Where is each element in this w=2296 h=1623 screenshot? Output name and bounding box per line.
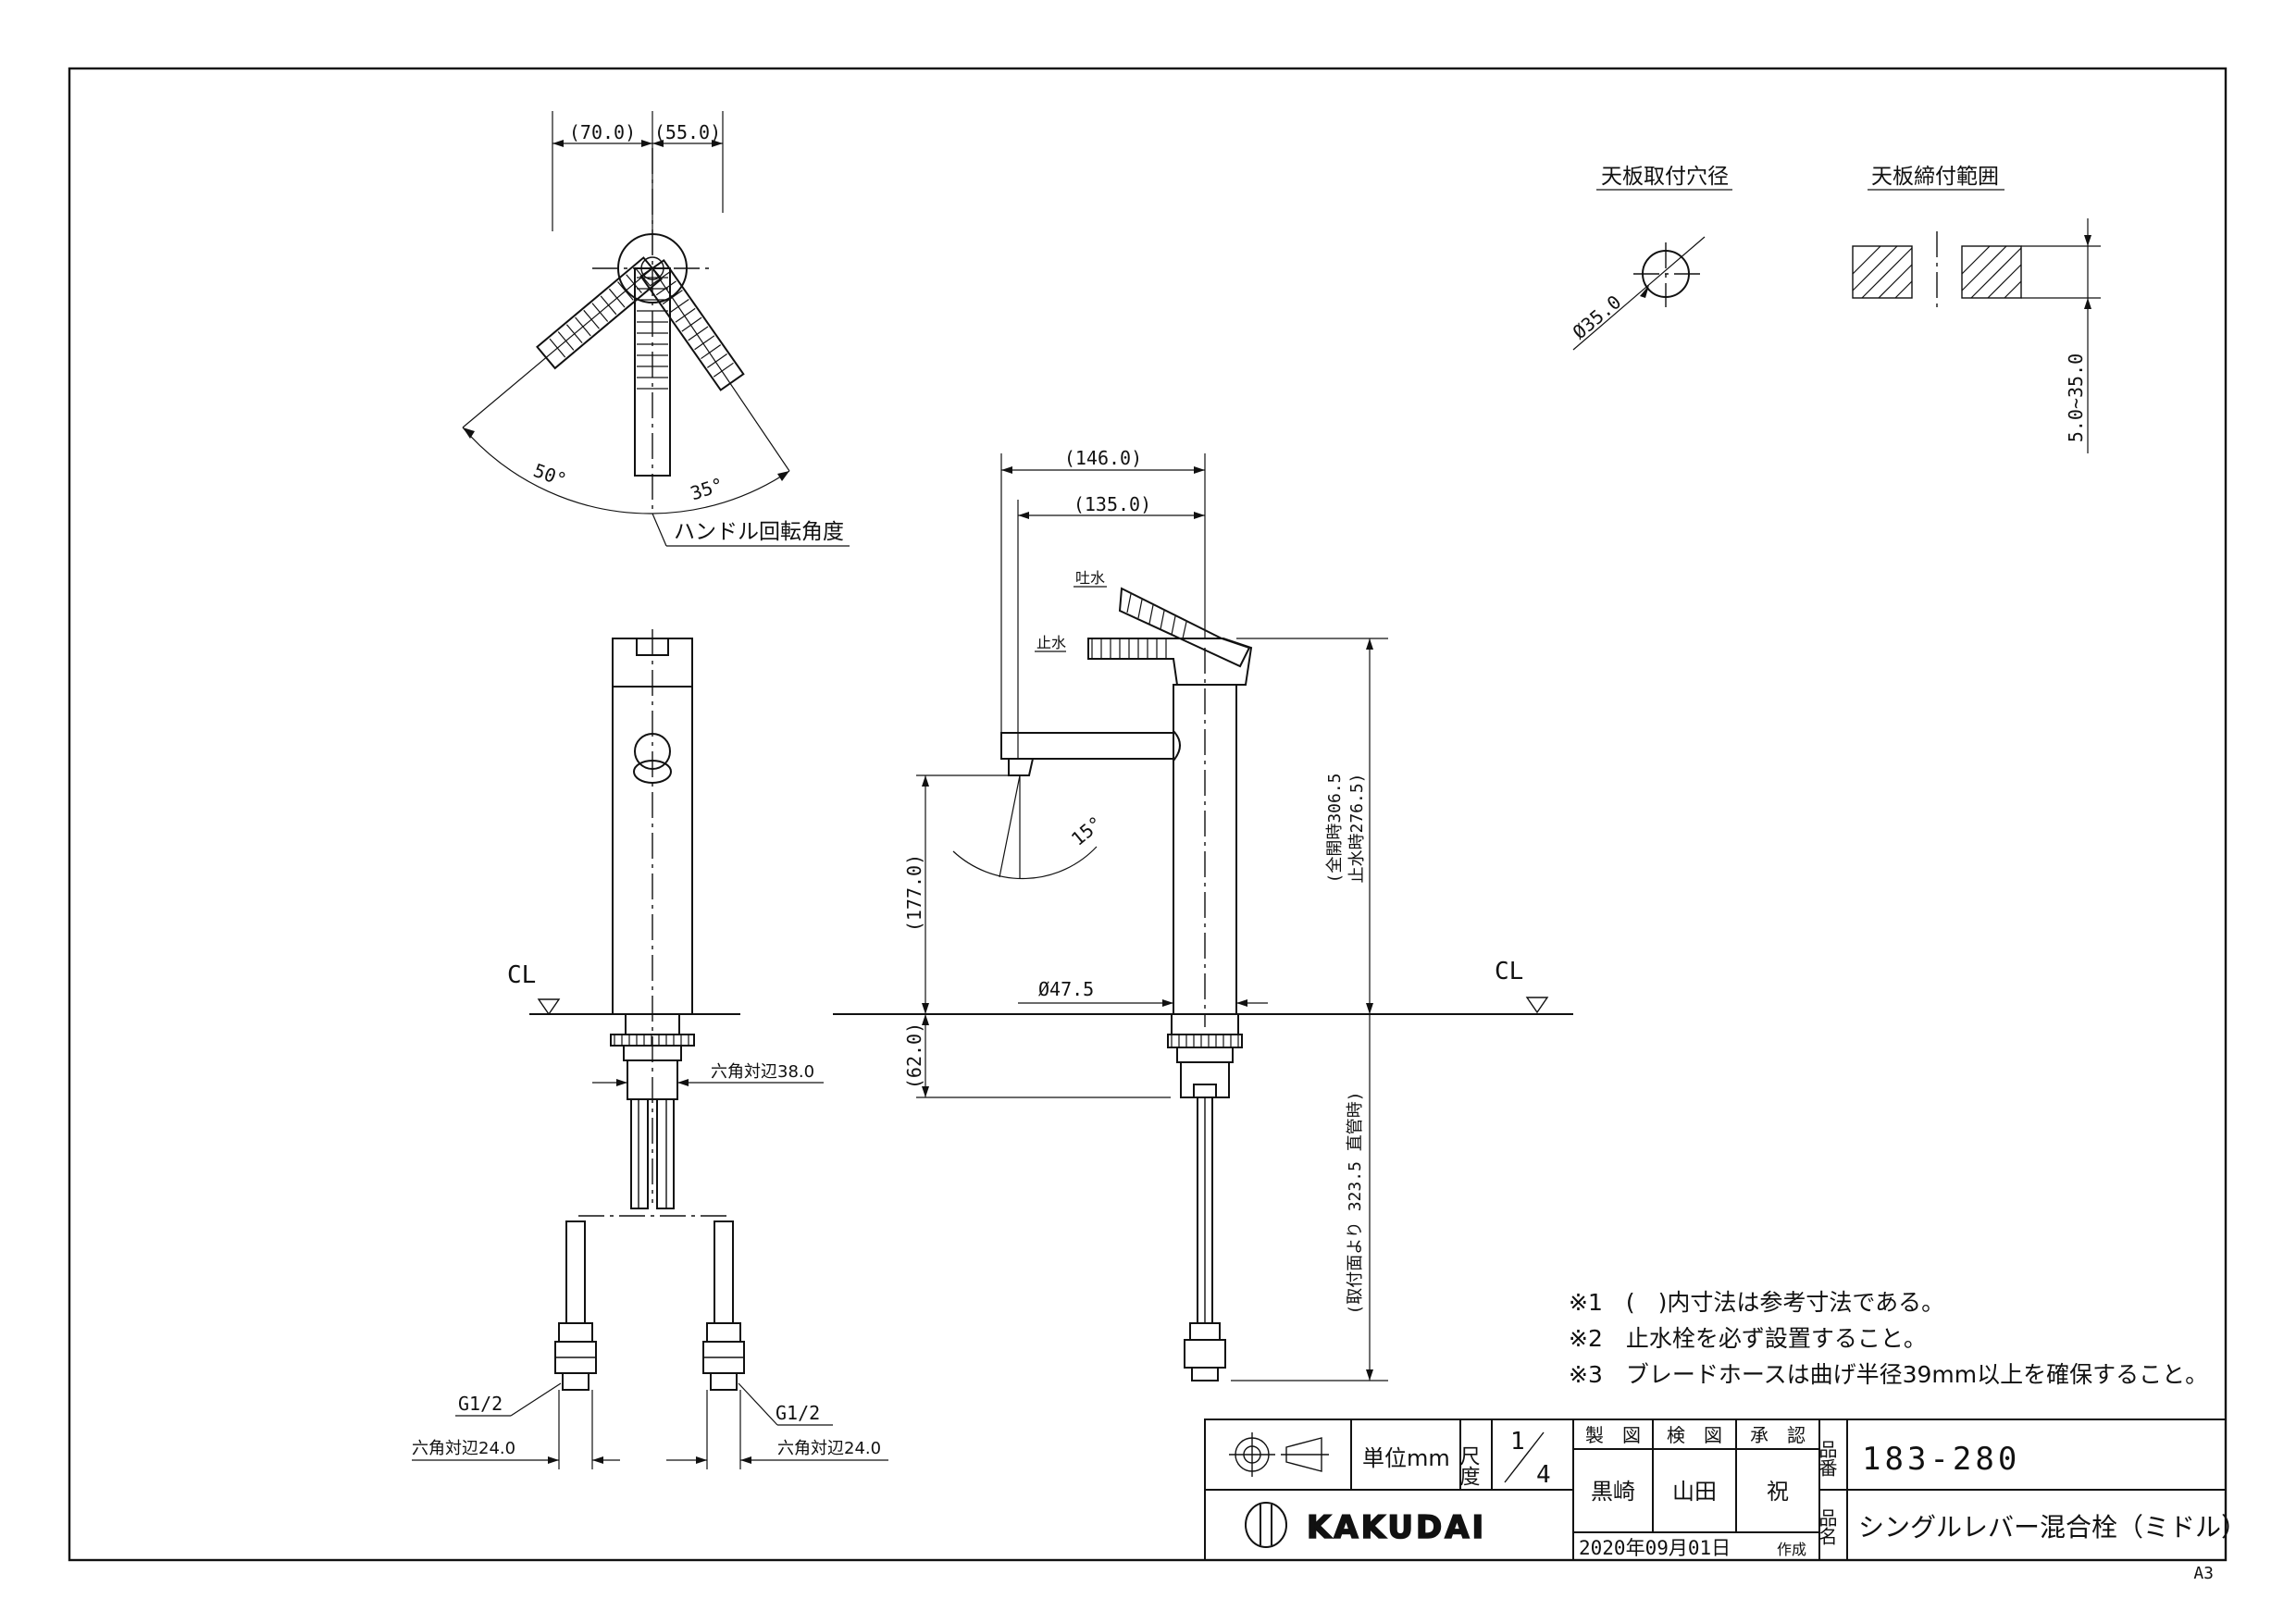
height-stop-label: 止水時276.5) [1347, 773, 1367, 883]
hex-bottom-left-label: 六角対辺24.0 [412, 1439, 515, 1458]
part-no-heading: 品番 [1816, 1440, 1838, 1477]
hole-detail: 天板取付穴径 Ø35.0 [1569, 165, 1732, 351]
side-view: (146.0) (135.0) 吐水 止水 [833, 447, 1573, 1381]
date-label: 2020年09月01日 [1579, 1537, 1731, 1559]
clamp-range-label: 5.0~35.0 [2065, 353, 2087, 442]
hole-detail-title: 天板取付穴径 [1601, 165, 1729, 189]
projection-symbol-icon [1229, 1432, 1329, 1477]
thread-left-label: G1/2 [458, 1393, 503, 1415]
body-diameter-label: Ø47.5 [1038, 978, 1094, 1000]
role-drawn: 製 図 [1585, 1424, 1641, 1446]
date-suffix: 作成 [1777, 1541, 1806, 1558]
side-dim-135: (135.0) [1074, 493, 1151, 515]
clamp-detail-title: 天板締付範囲 [1871, 165, 1999, 189]
side-dim-62: (62.0) [903, 1022, 925, 1089]
top-angle-right: 35° [688, 473, 726, 504]
unit-label: 単位mm [1362, 1445, 1450, 1471]
height-full-label: (全開時306.5 [1325, 773, 1345, 883]
sheet-size-label: A3 [2193, 1564, 2214, 1583]
top-dim-right: (55.0) [654, 121, 721, 143]
scale-denominator: 4 [1536, 1461, 1551, 1489]
hex-top-label: 六角対辺38.0 [711, 1062, 814, 1082]
thread-right-label: G1/2 [776, 1402, 820, 1424]
note-1: ※1 ( )内寸法は参考寸法である。 [1569, 1289, 1944, 1316]
role-approved: 承 認 [1750, 1424, 1806, 1446]
spout-open-label: 吐水 [1075, 569, 1105, 587]
notes: ※1 ( )内寸法は参考寸法である。 ※2 止水栓を必ず設置すること。 ※3 ブ… [1569, 1289, 2208, 1388]
sheet-border [68, 67, 2228, 1562]
top-angle-left: 50° [530, 459, 569, 491]
clamp-detail: 天板締付範囲 5.0~35.0 [1852, 165, 2101, 453]
scale-numerator: 1 [1510, 1428, 1525, 1456]
name-approved: 祝 [1767, 1479, 1789, 1505]
front-view: CL 六角対辺38.0 G1/2 G1/2 六角対辺24.0 六角対辺24.0 [412, 629, 888, 1469]
note-2: ※2 止水栓を必ず設置すること。 [1569, 1325, 1927, 1352]
top-dim-left: (70.0) [569, 121, 636, 143]
name-drawn: 黒崎 [1591, 1479, 1635, 1505]
spout-close-label: 止水 [1036, 634, 1066, 651]
name-checked: 山田 [1672, 1479, 1717, 1505]
top-view: (70.0) (55.0) [462, 111, 850, 547]
side-dim-177: (177.0) [903, 854, 925, 932]
note-3: ※3 ブレードホースは曲げ半径39mm以上を確保すること。 [1569, 1361, 2208, 1388]
handle-rotation-caption: ハンドル回転角度 [674, 520, 844, 544]
part-name: シングルレバー混合栓（ミドル） [1858, 1512, 2247, 1542]
logo-text: KAKUDAI [1307, 1509, 1486, 1546]
part-name-heading: 品名 [1816, 1508, 1838, 1545]
part-number: 183-280 [1862, 1441, 2020, 1478]
side-cl-label: CL [1495, 958, 1523, 985]
hose-length-label: (取付面より 323.5 直管時) [1346, 1091, 1365, 1314]
side-dim-146: (146.0) [1064, 447, 1142, 469]
role-checked: 検 図 [1667, 1424, 1722, 1446]
kakudai-logo: KAKUDAI [1245, 1502, 1486, 1548]
scale-label: 尺度 [1457, 1445, 1481, 1486]
hex-bottom-right-label: 六角対辺24.0 [777, 1439, 881, 1458]
title-block: 単位mm 尺度 1 4 製 図 検 図 承 認 黒崎 山田 祝 2020年09月… [1204, 1419, 2247, 1561]
front-cl-label: CL [507, 961, 536, 989]
spout-angle-label: 15° [1067, 812, 1107, 850]
hole-diameter-label: Ø35.0 [1569, 291, 1626, 343]
